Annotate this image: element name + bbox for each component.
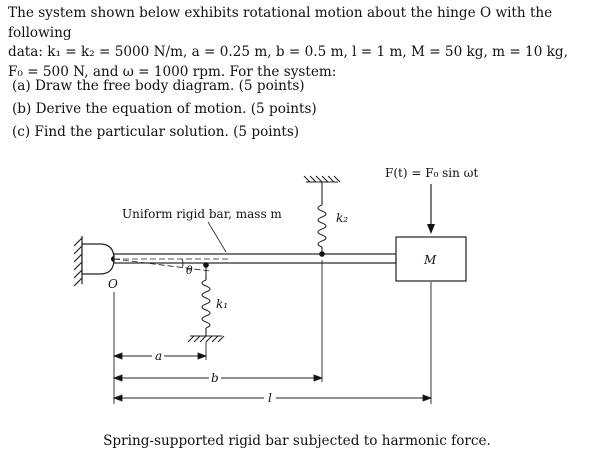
- bar-label: Uniform rigid bar, mass m: [122, 207, 282, 221]
- mass-block: [395, 236, 467, 282]
- part-c: (c) Find the particular solution. (5 poi…: [12, 124, 300, 140]
- angle-label: θ: [186, 264, 193, 277]
- dim-a-label: a: [155, 349, 162, 363]
- dim-l-gap: [264, 392, 276, 404]
- force-arrowhead: [427, 224, 435, 234]
- spring-k1: [187, 263, 225, 343]
- question-parts: (a) Draw the free body diagram. (5 point…: [12, 75, 317, 144]
- dim-a-gap: [152, 350, 164, 362]
- angle-arc: [181, 258, 184, 269]
- problem-line-3: F₀ = 500 N, and ω = 1000 rpm. For the sy…: [8, 63, 337, 80]
- hinge-label: O: [108, 277, 118, 291]
- figure-caption: Spring-supported rigid bar subjected to …: [103, 433, 491, 449]
- bar-label-leader: [207, 221, 227, 253]
- mass-label: M: [423, 253, 437, 267]
- k1-label: k₁: [216, 297, 228, 311]
- system-diagram: O θ M F(t) = F₀ sin ωt Uniform rigid bar…: [73, 166, 478, 405]
- spring-k1-pin: [203, 262, 209, 268]
- part-a: (a) Draw the free body diagram. (5 point…: [12, 78, 305, 94]
- dim-l-label: l: [268, 391, 272, 405]
- problem-line-2: data: k₁ = k₂ = 5000 N/m, a = 0.25 m, b …: [8, 44, 568, 60]
- k2-label: k₂: [336, 211, 348, 225]
- dim-b-gap: [209, 372, 221, 384]
- spring-k2: [303, 175, 341, 254]
- rigid-bar: [113, 253, 397, 264]
- dimension-lines: [112, 260, 433, 404]
- wall-support: [73, 236, 115, 287]
- problem-line-1: The system shown below exhibits rotation…: [8, 5, 553, 41]
- spring-k2-pin: [319, 251, 325, 257]
- force-label: F(t) = F₀ sin ωt: [385, 166, 478, 180]
- rotated-bar-line: [113, 258, 211, 272]
- part-b: (b) Derive the equation of motion. (5 po…: [12, 101, 317, 117]
- problem-statement: The system shown below exhibits rotation…: [8, 4, 588, 82]
- dim-b-label: b: [211, 371, 219, 385]
